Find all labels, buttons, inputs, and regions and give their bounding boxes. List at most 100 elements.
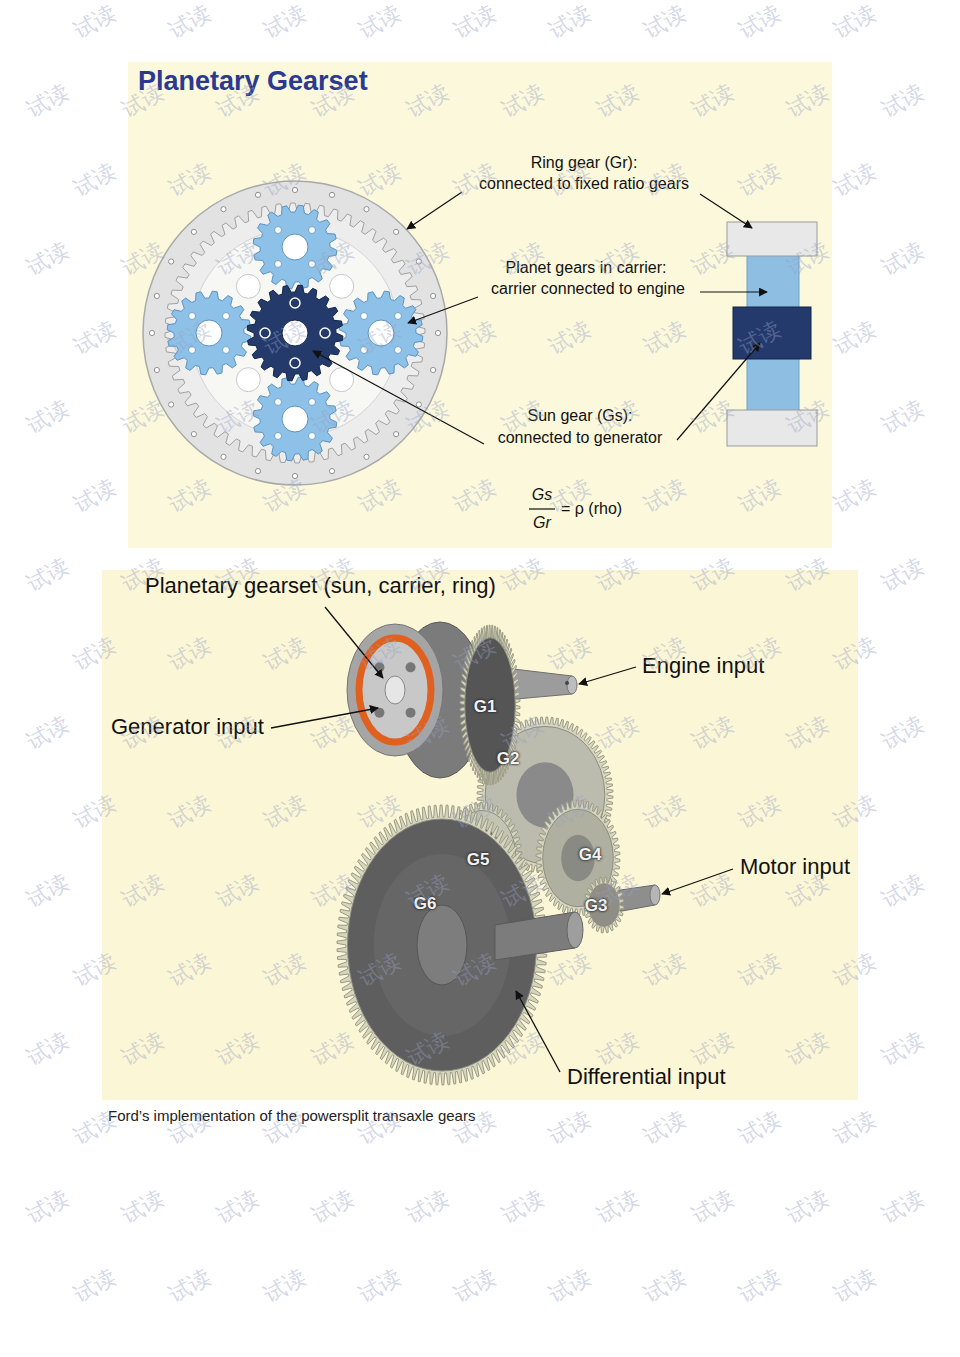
carrier-hole — [236, 274, 260, 298]
planet-stud — [406, 708, 416, 718]
watermark: 试读 — [735, 1108, 784, 1148]
planet-gear — [339, 291, 423, 375]
ring-bolt — [169, 259, 174, 264]
watermark: 试读 — [783, 1187, 832, 1227]
engine-shaft — [567, 676, 577, 694]
ring-bolt — [435, 330, 440, 335]
watermark: 试读 — [545, 1266, 594, 1306]
callout-label: carrier connected to engine — [491, 280, 685, 298]
watermark: 试读 — [830, 1108, 879, 1148]
watermark: 试读 — [450, 476, 499, 516]
ring-bolt — [431, 367, 436, 372]
leader-line — [408, 297, 478, 323]
ring-bolt — [364, 207, 369, 212]
watermark: 试读 — [498, 1029, 547, 1069]
watermark: 试读 — [308, 1187, 357, 1227]
watermark: 试读 — [545, 1108, 594, 1148]
ring-bolt — [416, 402, 421, 407]
watermark: 试读 — [450, 1266, 499, 1306]
watermark: 试读 — [260, 160, 309, 200]
planet-hole — [308, 399, 315, 406]
watermark: 试读 — [830, 950, 879, 990]
leader-lines — [313, 192, 767, 444]
callout-label: Motor input — [740, 854, 850, 879]
watermark: 试读 — [878, 81, 927, 121]
watermark: 试读 — [118, 397, 167, 437]
planet-hole — [394, 346, 401, 353]
watermark: 试读 — [165, 1266, 214, 1306]
watermark: 试读 — [308, 239, 357, 279]
planet-hole — [282, 234, 308, 260]
planet-hole — [308, 432, 315, 439]
watermark: 试读 — [688, 1029, 737, 1069]
sun-hole — [290, 298, 300, 308]
gear-label: G5 — [467, 850, 490, 870]
ring-teeth — [165, 203, 425, 463]
watermark: 试读 — [70, 160, 119, 200]
ring-gear — [143, 181, 447, 485]
watermark: 试读 — [260, 2, 309, 42]
leader-line — [677, 343, 760, 440]
watermark: 试读 — [403, 239, 452, 279]
watermark: 试读 — [498, 871, 547, 911]
watermark: 试读 — [878, 1029, 927, 1069]
watermark: 试读 — [403, 713, 452, 753]
watermark: 试读 — [70, 1108, 119, 1148]
watermark: 试读 — [783, 81, 832, 121]
watermark: 试读 — [70, 950, 119, 990]
watermark: 试读 — [213, 1187, 262, 1227]
watermark: 试读 — [688, 871, 737, 911]
watermark: 试读 — [783, 555, 832, 595]
watermark: 试读 — [260, 950, 309, 990]
watermark: 试读 — [545, 950, 594, 990]
watermark: 试读 — [70, 2, 119, 42]
watermark: 试读 — [308, 713, 357, 753]
planet-stud — [374, 708, 384, 718]
planet-hole — [394, 313, 401, 320]
watermark: 试读 — [688, 1187, 737, 1227]
watermark: 试读 — [118, 1029, 167, 1069]
watermark: 试读 — [355, 160, 404, 200]
watermark: 试读 — [403, 397, 452, 437]
ring-bolt — [394, 432, 399, 437]
transaxle-figure — [337, 622, 660, 1085]
watermark: 试读 — [640, 2, 689, 42]
leader-line — [700, 194, 752, 228]
engine-shaft — [565, 681, 569, 685]
watermark: 试读 — [498, 81, 547, 121]
planet-hole — [275, 260, 282, 267]
ring-bolt — [191, 229, 196, 234]
watermark: 试读 — [70, 634, 119, 674]
watermark: 试读 — [830, 2, 879, 42]
watermark: 试读 — [403, 81, 452, 121]
ring-bolt — [221, 454, 226, 459]
watermark: 试读 — [783, 397, 832, 437]
watermark: 试读 — [830, 318, 879, 358]
watermark: 试读 — [403, 1187, 452, 1227]
watermark: 试读 — [165, 950, 214, 990]
watermark: 试读 — [640, 160, 689, 200]
watermark: 试读 — [735, 160, 784, 200]
planet-hole — [361, 313, 368, 320]
watermark: 试读 — [830, 160, 879, 200]
planet-hole — [222, 313, 229, 320]
watermark: 试读 — [545, 2, 594, 42]
differential-shaft — [495, 912, 575, 960]
watermark: 试读 — [450, 634, 499, 674]
watermark: 试读 — [830, 1266, 879, 1306]
watermark: 试读 — [688, 239, 737, 279]
watermark: 试读 — [688, 555, 737, 595]
leader-line — [579, 667, 636, 684]
planet-hole — [308, 227, 315, 234]
watermark: 试读 — [878, 871, 927, 911]
planet-hole — [275, 227, 282, 234]
watermark: 试读 — [23, 555, 72, 595]
watermark: 试读 — [23, 397, 72, 437]
watermark: 试读 — [688, 81, 737, 121]
ring-bolt — [221, 207, 226, 212]
watermark: 试读 — [118, 1187, 167, 1227]
ring-bolt — [255, 192, 260, 197]
watermark: 试读 — [260, 792, 309, 832]
planet-hole — [275, 432, 282, 439]
